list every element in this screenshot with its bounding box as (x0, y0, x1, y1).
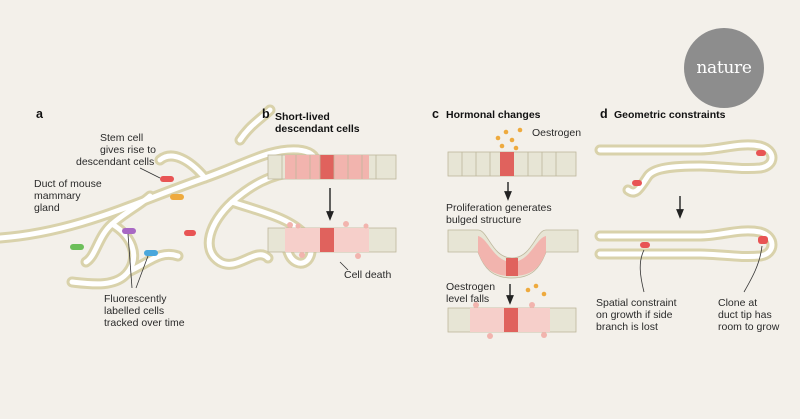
clone-green (70, 244, 84, 250)
spatial-label-1: Spatial constraint (596, 297, 677, 309)
c-row-3 (447, 302, 577, 339)
oestrogen-label: Oestrogen (532, 127, 581, 139)
panel-d-letter: d (600, 107, 608, 121)
clone-label-3: room to grow (718, 321, 780, 333)
panel-c: c Hormonal changes Oestrogen Proliferati… (432, 107, 581, 339)
d-duct-top (594, 139, 778, 198)
oestrogen-molecules (495, 127, 523, 151)
clone-label-1: Clone at (718, 297, 757, 309)
panel-a-leaders (127, 167, 161, 289)
prolif-label-1: Proliferation generates (446, 202, 552, 214)
panel-b-letter: b (262, 107, 270, 121)
stem-label-3: descendant cells (76, 156, 154, 168)
epithelium-row-after (267, 221, 397, 259)
falls-label-2: level falls (446, 293, 489, 305)
nature-logo: nature (684, 28, 764, 108)
clone-red (160, 176, 174, 182)
clone-red-2 (184, 230, 196, 236)
clone-blue (144, 250, 158, 256)
logo-text: nature (696, 58, 752, 78)
panel-b-title-1: Short-lived (275, 111, 330, 123)
panel-b: b Short-lived descendant cells Ce (262, 107, 397, 281)
prolif-label-2: bulged structure (446, 214, 521, 226)
duct-label-1: Duct of mouse (34, 178, 102, 190)
spatial-label-3: branch is lost (596, 321, 658, 333)
tracked-label-3: tracked over time (104, 317, 185, 329)
tracked-label-2: labelled cells (104, 305, 164, 317)
stem-label-2: gives rise to (100, 144, 156, 156)
spatial-label-2: on growth if side (596, 309, 673, 321)
panel-c-title: Hormonal changes (446, 109, 541, 121)
cell-death-label: Cell death (344, 269, 391, 281)
clone-label-2: duct tip has (718, 309, 772, 321)
panel-a-letter: a (36, 107, 44, 121)
duct-label-2: mammary (34, 190, 81, 202)
duct-label-3: gland (34, 202, 60, 214)
panel-d: d Geometric constraints (594, 107, 780, 333)
tracked-label-1: Fluorescently (104, 293, 167, 305)
epithelium-row-before (267, 154, 397, 180)
panel-c-letter: c (432, 107, 439, 121)
c-bulge (447, 229, 579, 279)
labelled-clones (70, 176, 196, 256)
stem-label-1: Stem cell (100, 132, 143, 144)
falls-label-1: Oestrogen (446, 281, 495, 293)
d-duct-bottom (594, 225, 778, 263)
panel-a: a Stem cell gives rise to descendant cel… (0, 104, 321, 329)
clone-orange (170, 194, 184, 200)
panel-d-title: Geometric constraints (614, 109, 726, 121)
c-row-1 (447, 151, 577, 177)
clone-purple (122, 228, 136, 234)
panel-b-title-2: descendant cells (275, 123, 360, 135)
